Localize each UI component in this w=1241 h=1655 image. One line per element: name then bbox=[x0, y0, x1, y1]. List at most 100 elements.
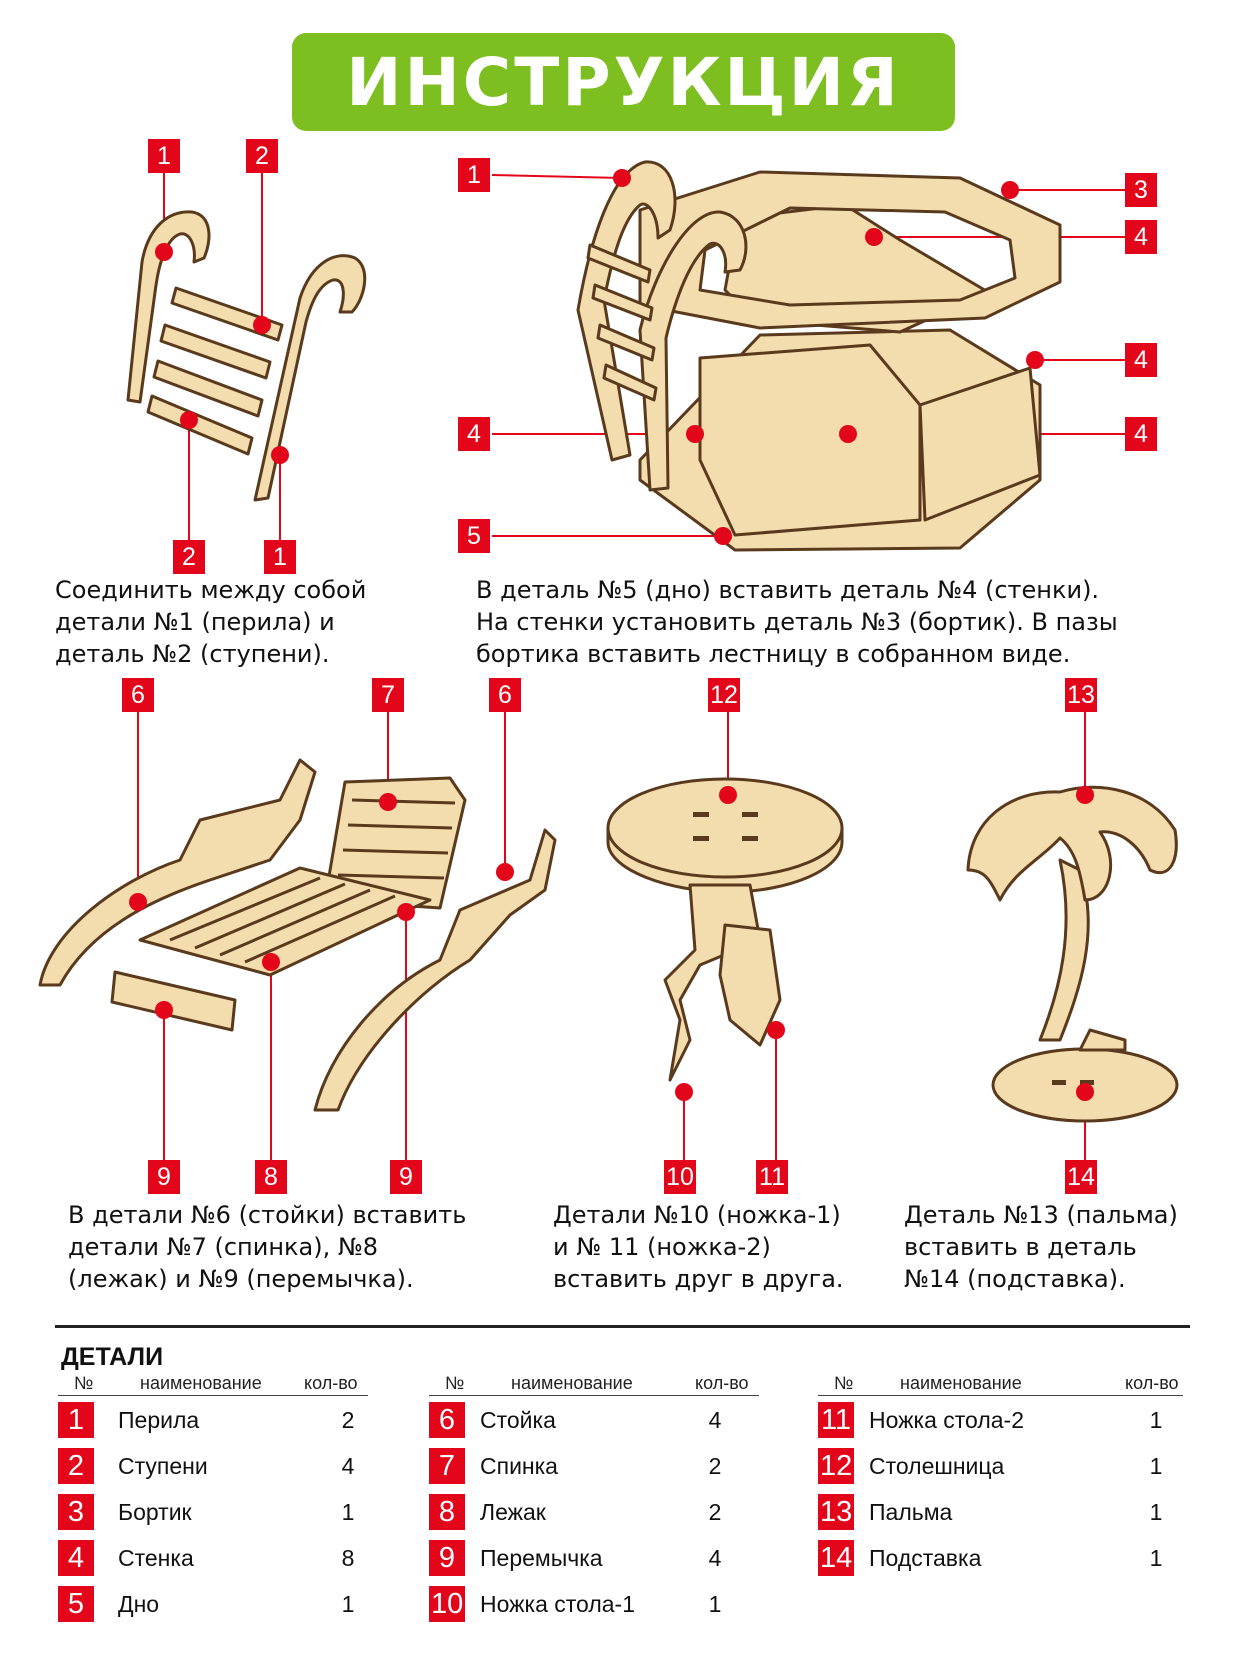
part-name: Дно bbox=[118, 1591, 160, 1617]
parts-header: № наименование кол-во bbox=[818, 1372, 1183, 1396]
step-lounger-line-1: В детали №6 (стойки) вставить bbox=[68, 1201, 467, 1229]
step-pool-line-3: бортика вставить лестницу в собранном ви… bbox=[476, 640, 1071, 668]
part-number: 11 bbox=[818, 1402, 854, 1438]
page-title: ИНСТРУКЦИЯ bbox=[346, 43, 901, 121]
marker-ladder-step-bottom: 2 bbox=[173, 540, 205, 574]
header-name: наименование bbox=[140, 1373, 262, 1393]
part-number: 4 bbox=[58, 1540, 94, 1576]
part-number: 8 bbox=[429, 1494, 465, 1530]
marker-ladder-railing-bottom: 1 bbox=[264, 540, 296, 574]
part-qty: 1 bbox=[1149, 1499, 1163, 1525]
step-pool-line-2: На стенки установить деталь №3 (бортик).… bbox=[476, 608, 1118, 636]
section-divider bbox=[55, 1325, 1190, 1328]
marker-pool-wall-1: 4 bbox=[1125, 220, 1157, 254]
header-name: наименование bbox=[900, 1373, 1022, 1393]
marker-lounger-bridge-left: 9 bbox=[148, 1160, 180, 1194]
marker-lounger-bridge-right: 9 bbox=[390, 1160, 422, 1194]
header-qty: кол-во bbox=[695, 1373, 749, 1393]
marker-pool-rim: 3 bbox=[1125, 173, 1157, 207]
part-name: Бортик bbox=[118, 1499, 192, 1525]
part-number: 6 bbox=[429, 1402, 465, 1438]
parts-row: 7 Спинка 2 bbox=[429, 1442, 759, 1488]
header-num: № bbox=[445, 1373, 465, 1393]
parts-title: ДЕТАЛИ bbox=[61, 1343, 164, 1371]
header-name: наименование bbox=[511, 1373, 633, 1393]
part-name: Перемычка bbox=[480, 1545, 603, 1571]
step-table-text: Детали №10 (ножка-1) и № 11 (ножка-2) вс… bbox=[553, 1199, 844, 1295]
marker-table-leg-2: 11 bbox=[756, 1160, 788, 1194]
step-table-line-3: вставить друг в друга. bbox=[553, 1265, 844, 1293]
part-name: Столешница bbox=[869, 1453, 1005, 1479]
step-lounger-text: В детали №6 (стойки) вставить детали №7 … bbox=[68, 1199, 466, 1295]
marker-palm: 13 bbox=[1065, 678, 1097, 712]
part-name: Ножка стола-1 bbox=[480, 1591, 636, 1617]
marker-lounger-stand-right: 6 bbox=[489, 678, 521, 712]
part-qty: 1 bbox=[1149, 1407, 1163, 1433]
part-qty: 1 bbox=[1149, 1545, 1163, 1571]
part-name: Ножка стола-2 bbox=[869, 1407, 1025, 1433]
marker-lounger-back: 7 bbox=[372, 678, 404, 712]
part-qty: 2 bbox=[341, 1407, 355, 1433]
part-number: 7 bbox=[429, 1448, 465, 1484]
part-qty: 1 bbox=[341, 1591, 355, 1617]
part-number: 14 bbox=[818, 1540, 855, 1576]
part-number: 12 bbox=[818, 1448, 855, 1484]
part-number: 10 bbox=[429, 1586, 466, 1622]
marker-lounger-bed: 8 bbox=[255, 1160, 287, 1194]
part-qty: 1 bbox=[341, 1499, 355, 1525]
header-num: № bbox=[74, 1373, 94, 1393]
part-qty: 1 bbox=[708, 1591, 722, 1617]
part-name: Подставка bbox=[869, 1545, 982, 1571]
marker-table-leg-1: 10 bbox=[664, 1160, 696, 1194]
step-palm-line-1: Деталь №13 (пальма) bbox=[904, 1201, 1178, 1229]
step-ladder-line-2: детали №1 (перила) и bbox=[55, 608, 335, 636]
parts-row: 11 Ножка стола-2 1 bbox=[818, 1396, 1183, 1442]
header-num: № bbox=[834, 1373, 854, 1393]
part-qty: 2 bbox=[708, 1499, 722, 1525]
header-qty: кол-во bbox=[1125, 1373, 1179, 1393]
part-qty: 8 bbox=[341, 1545, 355, 1571]
parts-row: 1 Перила 2 bbox=[58, 1396, 368, 1442]
marker-ladder-step-top: 2 bbox=[246, 139, 278, 173]
part-qty: 2 bbox=[708, 1453, 722, 1479]
part-qty: 4 bbox=[708, 1545, 722, 1571]
part-name: Пальма bbox=[869, 1499, 953, 1525]
part-name: Перила bbox=[118, 1407, 200, 1433]
part-name: Стенка bbox=[118, 1545, 194, 1571]
header-qty: кол-во bbox=[304, 1373, 358, 1393]
step-pool-text: В деталь №5 (дно) вставить деталь №4 (ст… bbox=[476, 574, 1118, 670]
step-table-line-1: Детали №10 (ножка-1) bbox=[553, 1201, 841, 1229]
part-number: 1 bbox=[58, 1402, 94, 1438]
marker-pool-wall-2: 4 bbox=[1125, 343, 1157, 377]
marker-palm-stand: 14 bbox=[1065, 1160, 1097, 1194]
part-qty: 4 bbox=[708, 1407, 722, 1433]
step-palm-text: Деталь №13 (пальма) вставить в деталь №1… bbox=[904, 1199, 1178, 1295]
marker-pool-bottom: 5 bbox=[458, 519, 490, 553]
step-pool-line-1: В деталь №5 (дно) вставить деталь №4 (ст… bbox=[476, 576, 1100, 604]
marker-pool-railing: 1 bbox=[458, 158, 490, 192]
parts-header: № наименование кол-во bbox=[429, 1372, 759, 1396]
marker-pool-wall-3: 4 bbox=[458, 417, 490, 451]
step-palm-line-3: №14 (подставка). bbox=[904, 1265, 1126, 1293]
part-number: 2 bbox=[58, 1448, 94, 1484]
parts-row: 10 Ножка стола-1 1 bbox=[429, 1580, 759, 1626]
step-lounger-line-2: детали №7 (спинка), №8 bbox=[68, 1233, 379, 1261]
step-ladder-line-1: Соединить между собой bbox=[55, 576, 367, 604]
parts-row: 14 Подставка 1 bbox=[818, 1534, 1183, 1580]
parts-header: № наименование кол-во bbox=[58, 1372, 368, 1396]
marker-lounger-stand-left: 6 bbox=[122, 678, 154, 712]
part-name: Спинка bbox=[480, 1453, 558, 1479]
